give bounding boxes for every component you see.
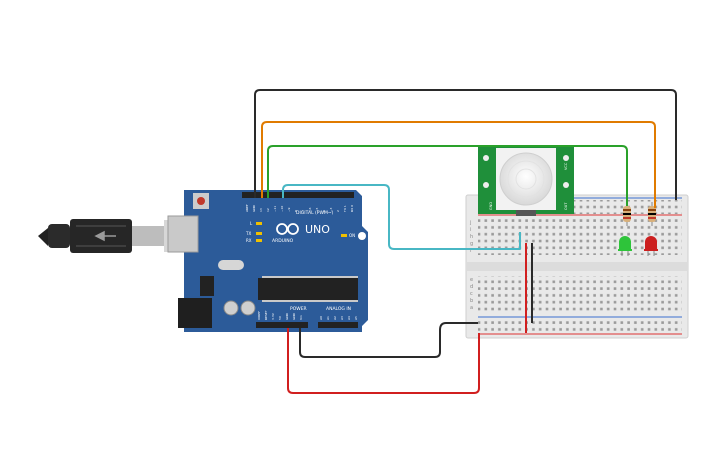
label-rx: RX — [246, 238, 252, 243]
label-l: L — [250, 221, 253, 226]
pin-label: 2 — [336, 210, 340, 212]
pin-label: ~6 — [308, 207, 312, 212]
pin-label: RX 0 — [350, 205, 354, 212]
pin-label: GND — [285, 312, 289, 320]
row-letter-top: g — [470, 241, 473, 247]
wire-red-5v — [287, 328, 480, 394]
power-header-label: POWER — [290, 306, 307, 312]
analog-header — [318, 322, 358, 328]
dc-power-jack — [178, 298, 212, 328]
status-led — [256, 239, 262, 242]
voltage-regulator — [200, 276, 214, 296]
pin-label: Vin — [299, 315, 303, 320]
pin-label: 13 — [259, 208, 263, 212]
digital-header-label: DIGITAL (PWM~) — [296, 210, 334, 216]
row-letter-bottom: c — [470, 291, 473, 297]
pin-label: A4 — [347, 316, 351, 320]
row-letter-bottom: d — [470, 284, 473, 290]
wire-black-bottom-gnd — [299, 322, 478, 358]
label-gnd: GND — [252, 204, 256, 212]
crystal-oscillator — [218, 260, 244, 270]
arduino-logo-icon — [276, 223, 299, 235]
wire-green-pin11 — [267, 145, 628, 206]
microcontroller-chip — [258, 278, 358, 300]
pin-label: RESET — [264, 310, 268, 320]
board-model: UNO — [305, 223, 330, 236]
pin-label: A1 — [326, 316, 330, 320]
row-letter-bottom: a — [470, 305, 473, 311]
pin-label: 8 — [294, 210, 298, 212]
pin-label: A0 — [319, 316, 323, 320]
bottom-terminal-block — [478, 276, 682, 312]
arduino-uno-board: L TX RX ON UNO ARDUINO DIGITAL (PWM~) AR… — [167, 190, 368, 332]
bottom-power-rail — [478, 319, 682, 333]
pin-label: IOREF — [257, 311, 261, 320]
pin-label: A2 — [333, 316, 337, 320]
on-led — [341, 234, 347, 237]
pin-label: 5V — [278, 315, 282, 320]
label-on: ON — [349, 233, 355, 238]
row-letter-top: i — [470, 227, 471, 233]
row-letter-bottom: b — [470, 298, 473, 304]
row-letter-top: h — [470, 234, 473, 240]
pir-pin-label: GND — [489, 202, 493, 210]
pin-label: 12 — [266, 208, 270, 212]
wire-orange-pin12 — [261, 121, 656, 208]
pin-label: ~9 — [287, 207, 291, 212]
pin-label: A5 — [354, 316, 358, 320]
pir-pin-label: VCC — [564, 162, 568, 170]
resistor-green-led — [623, 202, 631, 226]
center-channel — [466, 262, 688, 271]
green-led — [618, 236, 632, 256]
pin-label: TX 1 — [343, 205, 347, 213]
pin-label: ~3 — [329, 207, 333, 212]
power-header — [256, 322, 308, 328]
wire-black-gnd — [254, 89, 677, 200]
pin-label: A3 — [340, 316, 344, 320]
breadboard: j i h g f e d c b a — [465, 194, 689, 339]
analog-header-label: ANALOG IN — [326, 306, 351, 312]
pin-label: 4 — [322, 210, 326, 212]
pir-pin-label: OUT — [564, 202, 568, 210]
row-letter-bottom: e — [470, 277, 473, 283]
wire-cyan-pir-out — [282, 184, 521, 250]
status-led — [256, 222, 262, 225]
pin-label: 7 — [301, 210, 305, 212]
label-aref: AREF — [245, 204, 249, 212]
usb-jack — [167, 215, 199, 253]
status-led — [256, 232, 262, 235]
pin-label: 3.3V — [271, 312, 275, 320]
row-letter-top: f — [470, 248, 472, 254]
pin-label: GND — [292, 312, 296, 320]
row-letter-top: j — [469, 220, 471, 226]
pin-label: ~11 — [273, 206, 277, 212]
capacitor — [223, 300, 239, 316]
digital-header — [242, 192, 354, 198]
capacitor — [240, 300, 256, 316]
red-led — [644, 236, 658, 256]
pin-label: ~5 — [315, 207, 319, 212]
resistor-red-led — [648, 202, 656, 226]
usb-cable — [38, 219, 184, 253]
pin-label: ~10 — [280, 206, 284, 212]
pir-motion-sensor: GND OUT VCC — [478, 147, 574, 216]
label-tx: TX — [245, 231, 251, 236]
board-maker: ARDUINO — [272, 238, 294, 244]
